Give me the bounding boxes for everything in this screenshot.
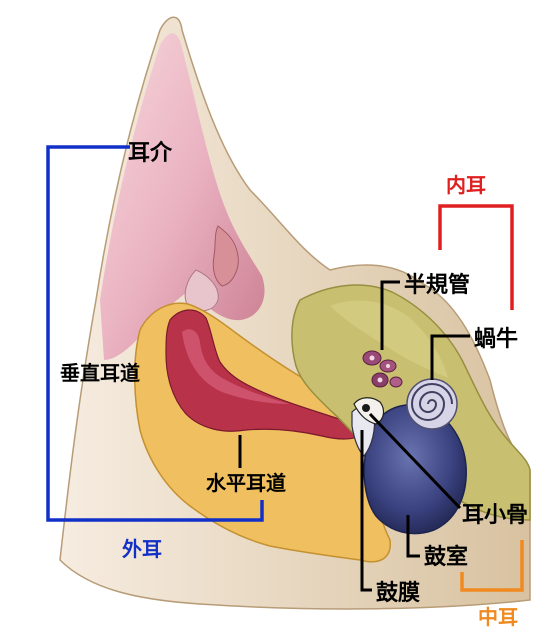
label-cochlea: 蝸牛 xyxy=(474,326,518,352)
label-vertical-canal: 垂直耳道 xyxy=(60,361,140,385)
label-outer-ear: 外耳 xyxy=(122,537,162,561)
label-eardrum: 鼓膜 xyxy=(376,581,420,606)
label-horizontal-canal: 水平耳道 xyxy=(206,471,286,495)
label-middle-ear: 中耳 xyxy=(478,605,518,628)
label-inner-ear: 内耳 xyxy=(446,173,486,197)
label-semicircular-canals: 半規管 xyxy=(404,272,470,298)
cochlea-shape xyxy=(407,379,457,429)
label-ossicles: 耳小骨 xyxy=(462,503,528,528)
ossicle-dot xyxy=(362,404,370,412)
label-tympanic-cavity: 鼓室 xyxy=(424,544,468,570)
label-pinna: 耳介 xyxy=(128,140,173,166)
